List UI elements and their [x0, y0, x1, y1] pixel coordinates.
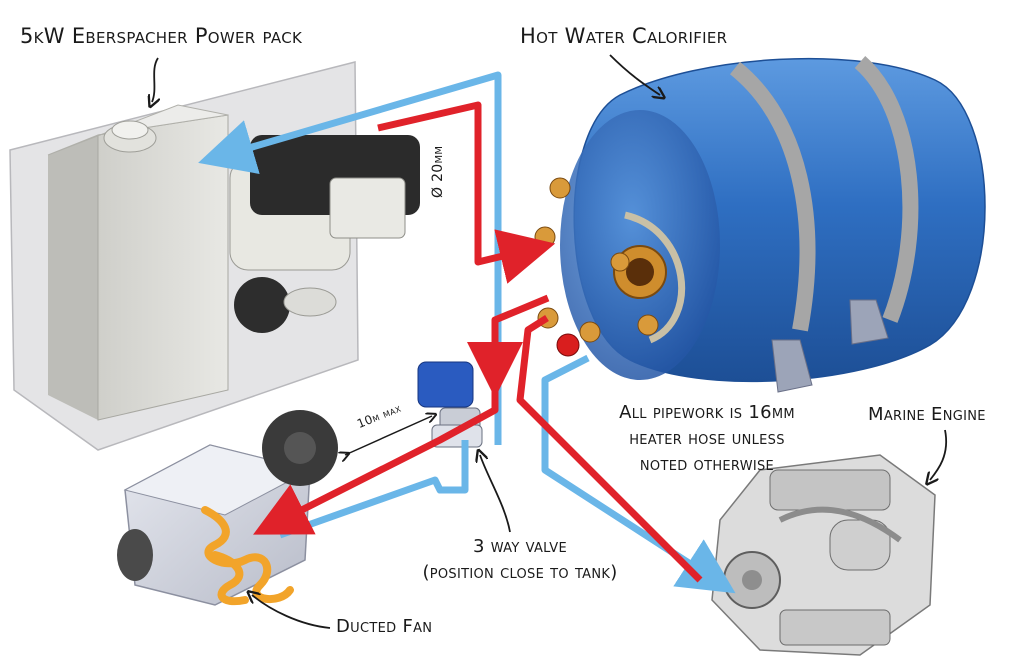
pipework-note-line-1: All pipework is 16mm: [619, 402, 795, 423]
valve-pointer: [480, 455, 511, 533]
pipe-size-label: Ø 20mm: [430, 145, 446, 198]
tank-port-inner: [626, 258, 654, 286]
tank-bracket: [849, 299, 889, 345]
fan-duct-outlet: [117, 529, 153, 581]
brass-fitting: [610, 252, 630, 272]
calorifier-label: Hot Water Calorifier: [520, 24, 728, 48]
fan-coil: [211, 551, 249, 606]
hot-valve-to-fan-pipe: [253, 380, 499, 535]
hot-tank-to-valve-pipe: [467, 294, 550, 398]
relief-valve-cap: [556, 333, 580, 357]
label-pointers: [152, 54, 948, 629]
power-pack-label: 5kW Eberspacher Power pack: [20, 24, 303, 48]
pipework-note: All pipework is 16mm heater hose unless …: [592, 400, 822, 478]
tank-strap: [729, 61, 816, 332]
ducted-fan-label: Ducted Fan: [336, 616, 433, 637]
engine-pipe: [778, 506, 902, 543]
coolant-tank: [97, 114, 229, 421]
brass-fitting: [549, 177, 571, 199]
valve-actuator: [417, 361, 474, 408]
marine-engine-label: Marine Engine: [868, 404, 986, 425]
engine-pointer: [930, 429, 948, 480]
filler-cap-top: [111, 120, 149, 140]
pipework-note-line-3: noted otherwise: [639, 454, 775, 475]
distance-measure-line: [345, 416, 432, 455]
hot-engine-pipe: [516, 315, 703, 583]
marine-engine: [711, 454, 936, 656]
three-way-valve: [417, 361, 483, 448]
brass-fitting: [579, 321, 601, 343]
brass-fitting: [637, 314, 659, 336]
hot-pipes: [253, 101, 703, 583]
fan-blower-hub: [284, 432, 316, 464]
heater-motor: [234, 277, 290, 333]
heater-control: [329, 177, 406, 239]
engine-sump: [779, 609, 891, 646]
valve-label: 3 way valve (position close to tank): [390, 534, 650, 586]
calorifier-pointer: [609, 54, 660, 95]
coolant-tank-side: [48, 135, 98, 420]
tank-bracket: [771, 339, 813, 393]
power-pack: [9, 61, 420, 451]
valve-label-line-2: (position close to tank): [422, 562, 618, 583]
power-pack-pointer: [152, 57, 158, 102]
engine-pulley-hub: [742, 570, 762, 590]
brass-fitting: [534, 226, 556, 248]
pipework-note-line-2: heater hose unless: [629, 428, 785, 449]
heater-exhaust: [283, 287, 337, 317]
tank-strap: [854, 55, 919, 323]
hot-flow-pipe: [377, 101, 556, 284]
calorifier-tank: [534, 55, 986, 393]
fan-pointer: [252, 595, 331, 629]
valve-label-line-1: 3 way valve: [472, 536, 568, 557]
cold-valve-pipe: [278, 440, 469, 539]
braided-hose: [624, 211, 686, 344]
